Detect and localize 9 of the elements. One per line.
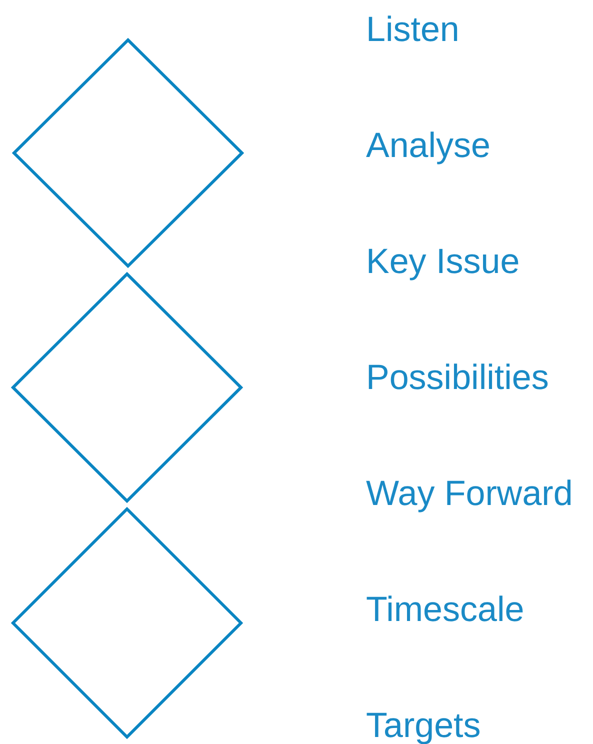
step-label: Possibilities xyxy=(366,358,549,398)
step-label: Way Forward xyxy=(366,474,573,514)
diamond-outline xyxy=(11,507,243,739)
step-label: Timescale xyxy=(366,590,524,630)
step-label: Analyse xyxy=(366,126,491,166)
step-label: Key Issue xyxy=(366,242,520,282)
diamond-outline xyxy=(11,272,243,503)
diamond-outline xyxy=(12,38,244,268)
step-label: Listen xyxy=(366,10,460,50)
